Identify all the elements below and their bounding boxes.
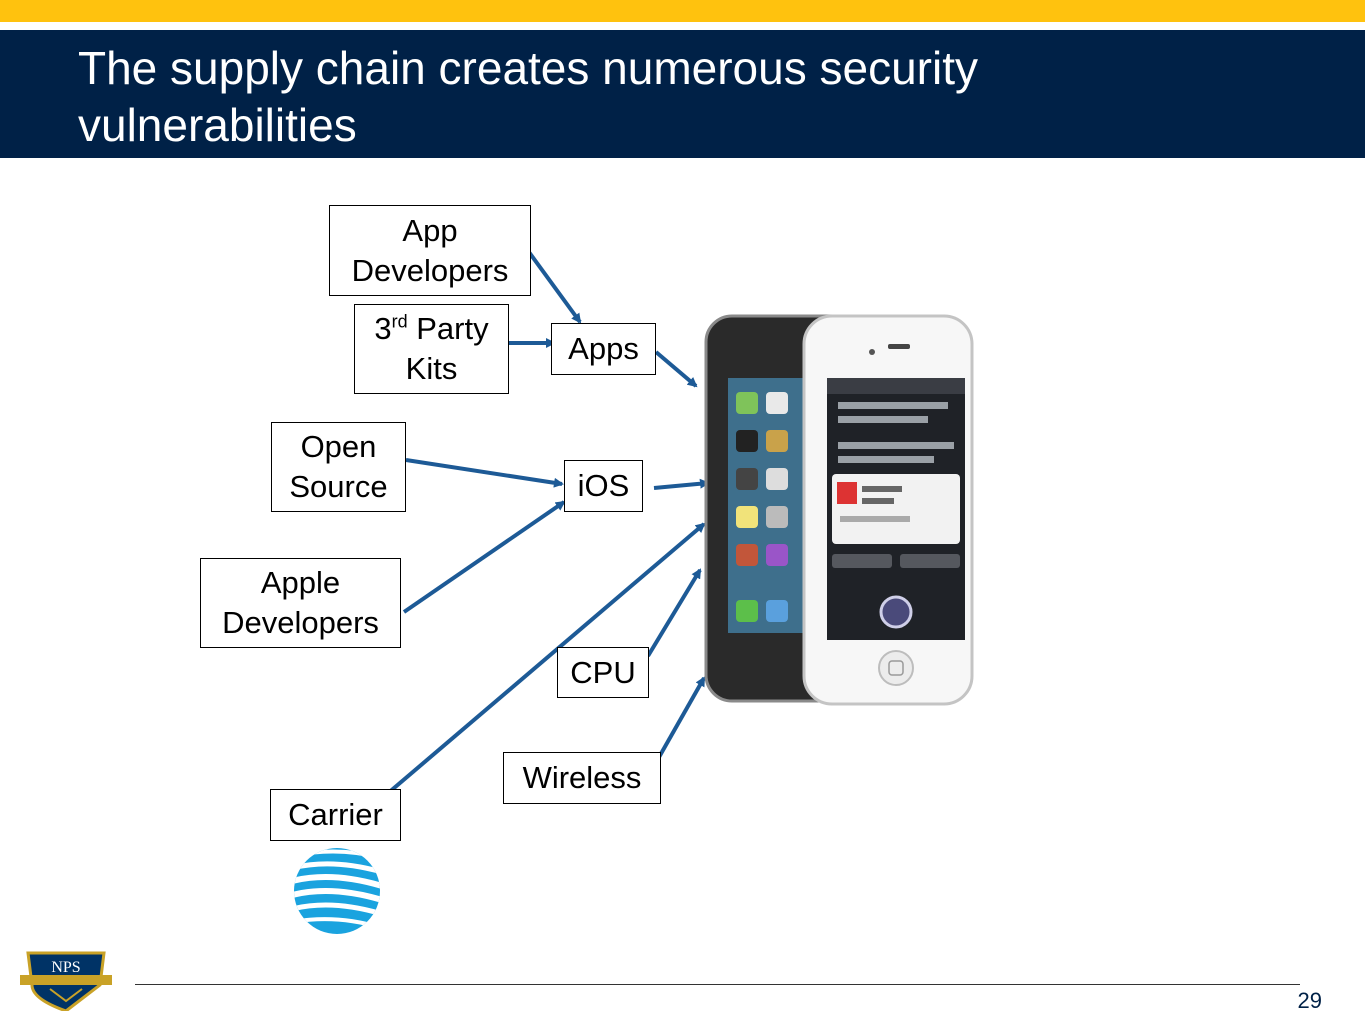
app-icons — [736, 392, 788, 622]
box-cpu: CPU — [557, 647, 649, 698]
arrow-ios-to-phone — [653, 478, 710, 490]
slide-title: The supply chain creates numerous securi… — [78, 42, 978, 151]
label: Kits — [405, 351, 458, 386]
label: Wireless — [522, 760, 642, 795]
label: Open — [300, 429, 377, 464]
nps-logo: NPS — [20, 951, 112, 1011]
arrow-carrier-to-phone — [378, 522, 706, 802]
arrow-appledev-to-ios — [402, 500, 566, 614]
label: CPU — [570, 654, 636, 690]
title-band — [0, 30, 1365, 158]
att-globe-icon — [294, 848, 380, 934]
label: Carrier — [288, 797, 383, 832]
arrow-opensource-to-ios — [405, 458, 564, 488]
label: Party — [407, 311, 489, 346]
iphone-image — [704, 314, 974, 706]
arrow-appdev-to-apps — [524, 246, 582, 324]
box-apps: Apps — [551, 323, 656, 375]
label-sup: rd — [391, 311, 408, 332]
box-ios: iOS — [564, 460, 643, 512]
label: Developers — [222, 605, 379, 640]
arrow-cpu-to-phone — [646, 568, 702, 658]
label: Developers — [351, 252, 509, 288]
gold-top-bar — [0, 0, 1365, 22]
label: App — [402, 212, 458, 248]
page-number: 29 — [1297, 988, 1322, 1013]
footer-divider — [135, 984, 1300, 985]
label: 3 — [374, 311, 392, 346]
nps-logo-text: NPS — [51, 959, 80, 976]
label: iOS — [577, 468, 630, 503]
label: Apps — [568, 331, 639, 366]
arrow-wireless-to-phone — [652, 676, 706, 767]
box-wireless: Wireless — [503, 752, 661, 804]
arrow-apps-to-phone — [654, 350, 698, 388]
label: Apple — [260, 565, 341, 600]
box-carrier: Carrier — [270, 789, 401, 841]
label: Source — [289, 469, 388, 504]
